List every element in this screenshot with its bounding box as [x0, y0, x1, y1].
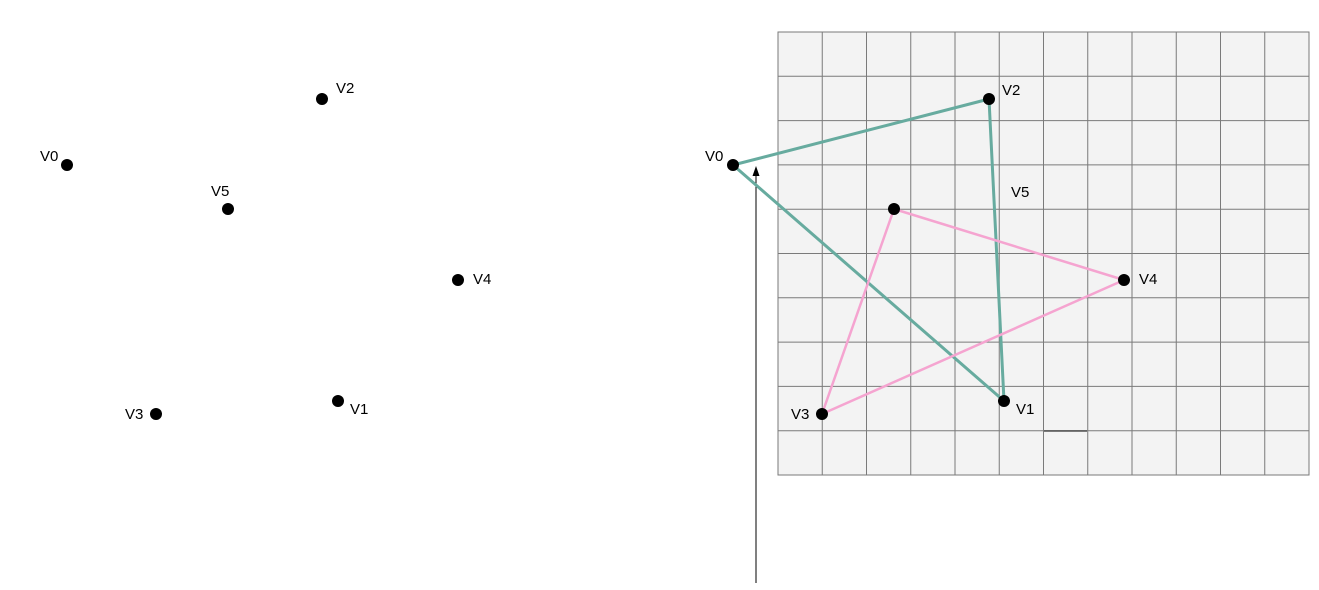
left-vertex-v1-dot [332, 395, 344, 407]
right-vertex-v3-label: V3 [791, 406, 809, 423]
right-vertex-v5-dot [888, 203, 900, 215]
right-vertex-v0-label: V0 [705, 148, 723, 165]
grid-lines [778, 32, 1309, 475]
right-vertex-v1-label: V1 [1016, 401, 1034, 418]
right-panel: V0 V2 V5 V4 V1 V3 [705, 31, 1310, 583]
left-vertex-v0-label: V0 [40, 148, 58, 165]
right-vertex-v3-dot [816, 408, 828, 420]
right-vertex-v5-label: V5 [1011, 184, 1029, 201]
right-vertex-v4-label: V4 [1139, 271, 1157, 288]
right-vertex-v2-label: V2 [1002, 82, 1020, 99]
right-vertex-v0-dot [727, 159, 739, 171]
left-vertex-v1-label: V1 [350, 401, 368, 418]
left-vertex-v2-dot [316, 93, 328, 105]
right-vertex-v4-dot [1118, 274, 1130, 286]
left-vertex-v3-dot [150, 408, 162, 420]
right-vertex-v2-dot [983, 93, 995, 105]
left-panel: V0 V2 V5 V4 V1 V3 [40, 80, 491, 423]
grid [777, 31, 1310, 476]
vertical-arrow [752, 166, 760, 583]
arrow-head [752, 166, 760, 176]
triangle-b [820, 207, 1126, 416]
left-vertex-v5-label: V5 [211, 183, 229, 200]
left-vertex-v0-dot [61, 159, 73, 171]
right-vertex-v1-dot [998, 395, 1010, 407]
left-vertex-v2-label: V2 [336, 80, 354, 97]
left-vertex-v5-dot [222, 203, 234, 215]
left-vertex-v4-label: V4 [473, 271, 491, 288]
left-vertex-v4-dot [452, 274, 464, 286]
left-vertex-v3-label: V3 [125, 406, 143, 423]
